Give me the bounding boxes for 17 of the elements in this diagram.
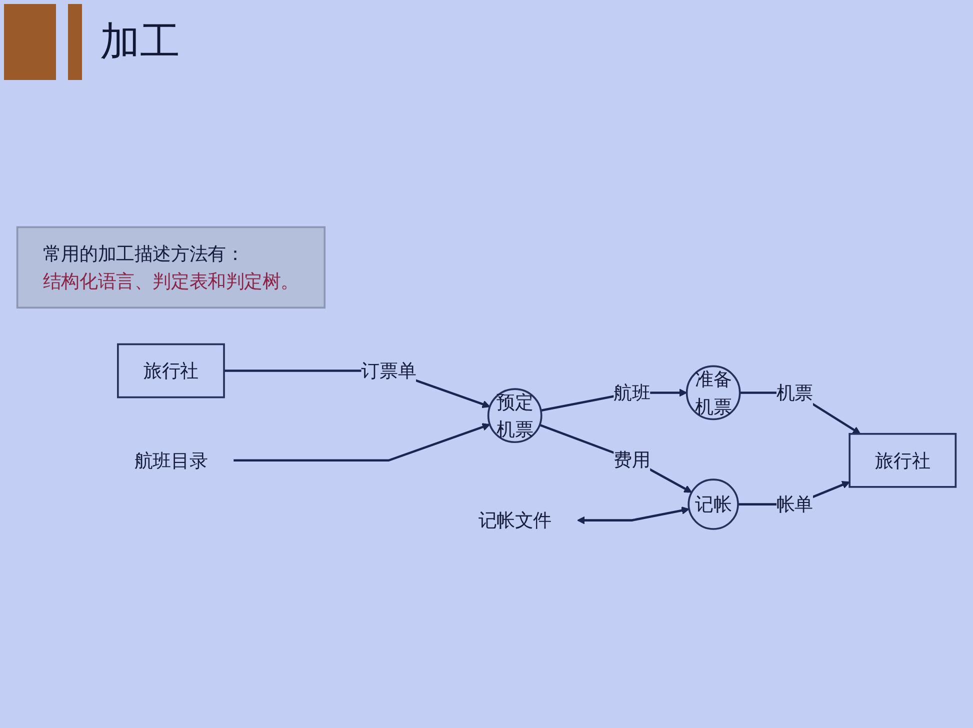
arrow [577,506,690,524]
arrow [233,423,490,462]
node-box: 常用的加工描述方法有： 结构化语言、判定表和判定树。 [16,226,326,309]
node-circle: 记帐 [688,478,739,530]
edge-label: 机票 [776,382,814,404]
arrow [539,424,692,493]
edge-label: 帐单 [776,493,814,516]
node-text: 航班目录 [134,449,208,472]
node-box: 旅行社 [117,343,225,398]
node-circle: 预定机票 [487,388,542,444]
node-text: 记帐文件 [478,509,552,532]
slide-title: 加工 [100,18,180,66]
edge-label: 航班 [614,382,650,404]
node-box: 旅行社 [848,432,957,488]
node-circle: 准备机票 [686,365,741,420]
edge-label: 费用 [614,448,650,470]
edge-label: 订票单 [361,360,416,382]
